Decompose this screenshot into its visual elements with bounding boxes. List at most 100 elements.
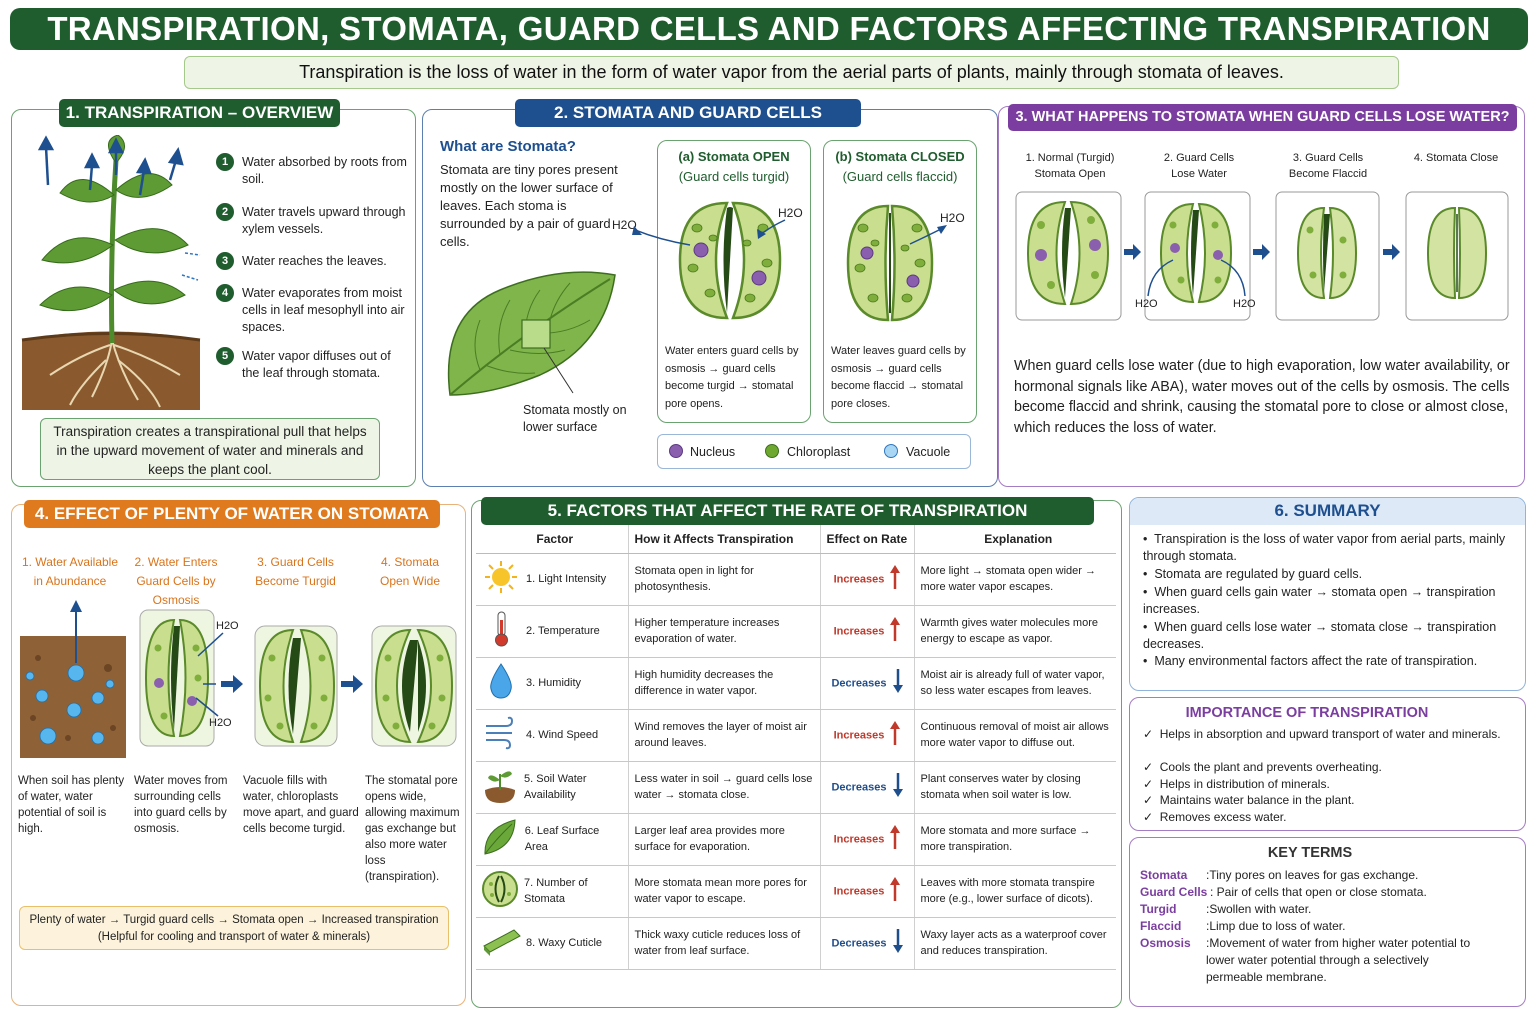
step-5-badge: 5	[216, 347, 234, 365]
summary-bullet-2: • Stomata are regulated by guard cells.	[1143, 567, 1363, 581]
factor-explanation: Waxy layer acts as a waterproof cover an…	[914, 917, 1116, 970]
stomata-open-box	[657, 140, 811, 423]
factor-effect-cell: Decreases	[820, 917, 915, 970]
arrow-down-icon	[892, 928, 903, 958]
stomata-closed-text: Water leaves guard cells by osmosis → gu…	[831, 345, 966, 410]
stomata-closed-box	[823, 140, 977, 423]
plenty-summary-line1: Plenty of water → Turgid guard cells → S…	[29, 914, 439, 926]
factor-cell: 5. Soil Water Availability	[476, 761, 629, 814]
factor-effect-cell: Increases	[820, 865, 915, 918]
stomata-closed-title: (b) Stomata CLOSED	[835, 149, 965, 164]
factor-explanation: Plant conserves water by closing stomata…	[914, 761, 1116, 814]
panel-overview-heading: 1. TRANSPIRATION – OVERVIEW	[59, 99, 340, 127]
term-flaccid-def: :Limp due to loss of water.	[1206, 919, 1346, 933]
h2o-label-plenty-top: H2O	[216, 620, 239, 632]
wind-icon	[482, 716, 520, 755]
arrow-down-icon	[892, 668, 903, 698]
plenty-water-sequence	[20, 600, 457, 758]
summary-bullet-5: • Many environmental factors affect the …	[1143, 654, 1478, 668]
arrow-up-icon	[890, 876, 901, 906]
h2o-label-plenty-bottom: H2O	[209, 717, 232, 729]
stoma-closed-diagram	[846, 204, 934, 322]
thermometer-icon	[482, 610, 520, 653]
step-1-text: Water absorbed by roots from soil.	[242, 155, 407, 186]
h2o-label-open-left: H2O	[612, 218, 637, 232]
term-osmosis-def: :Movement of water from higher water pot…	[1206, 936, 1471, 984]
importance-item-1: ✓ Helps in absorption and upward transpo…	[1143, 727, 1501, 741]
factor-how: Higher temperature increases evaporation…	[628, 605, 821, 658]
term-guard-cells-def: : Pair of cells that open or close stoma…	[1210, 885, 1427, 899]
summary-bullet-3-text: When guard cells gain water → stomata op…	[1143, 585, 1496, 616]
factor-effect-cell: Decreases	[820, 761, 915, 814]
importance-item-1-text: Helps in absorption and upward transport…	[1159, 727, 1501, 741]
factor-name: 5. Soil Water Availability	[524, 773, 587, 801]
summary-bullet-2-text: Stomata are regulated by guard cells.	[1154, 567, 1363, 581]
factor-how: Less water in soil → guard cells lose wa…	[628, 761, 821, 814]
summary-bullet-3: • When guard cells gain water → stomata …	[1143, 585, 1496, 616]
water-loss-explanation: When guard cells lose water (due to high…	[1014, 358, 1510, 436]
cell-legend	[657, 434, 971, 469]
vacuole-swatch-icon	[884, 444, 898, 458]
panel-water-loss-heading: 3. WHAT HAPPENS TO STOMATA WHEN GUARD CE…	[1008, 104, 1517, 131]
importance-item-4-text: Maintains water balance in the plant.	[1159, 793, 1355, 807]
plenty-note-3: Vacuole fills with water, chloroplasts m…	[243, 775, 359, 835]
factor-effect: Increases	[833, 832, 885, 845]
legend-nucleus: Nucleus	[690, 445, 736, 459]
factor-effect: Increases	[833, 728, 885, 741]
factor-explanation: More light → stomata open wider → more w…	[914, 553, 1116, 606]
factor-cell: 2. Temperature	[476, 605, 629, 658]
h2o-label-stage2-right: H2O	[1233, 298, 1256, 310]
col-how: How it Affects Transpiration	[628, 525, 821, 554]
factor-cell: 8. Waxy Cuticle	[476, 917, 629, 970]
term-guard-cells: Guard Cells	[1140, 885, 1208, 899]
factor-effect: Decreases	[831, 676, 887, 689]
panel-factors-heading: 5. FACTORS THAT AFFECT THE RATE OF TRANS…	[481, 497, 1094, 525]
factor-name: 1. Light Intensity	[526, 573, 607, 585]
plenty-note-2: Water moves from surrounding cells into …	[134, 775, 228, 835]
soil-sprout-icon	[482, 766, 518, 809]
stomata-open-text: Water enters guard cells by osmosis → gu…	[665, 345, 799, 410]
importance-item-3: ✓ Helps in distribution of minerals.	[1143, 777, 1330, 791]
panel-summary-heading-bg	[1130, 498, 1525, 525]
col-effect: Effect on Rate	[820, 525, 915, 554]
factor-explanation: Leaves with more stomata transpire more …	[914, 865, 1116, 918]
stomata-subheading: What are Stomata?	[440, 138, 576, 155]
page-title: TRANSPIRATION, STOMATA, GUARD CELLS AND …	[10, 8, 1528, 50]
arrow-up-icon	[890, 720, 901, 750]
factor-name: 3. Humidity	[526, 677, 582, 689]
factor-explanation: Warmth gives water molecules more energy…	[914, 605, 1116, 658]
step-2-text: Water travels upward through xylem vesse…	[242, 205, 406, 236]
legend-chloroplast: Chloroplast	[787, 445, 851, 459]
summary-bullet-4-text: When guard cells lose water → stomata cl…	[1143, 620, 1497, 651]
plenty-summary-line2: (Helpful for cooling and transport of wa…	[97, 931, 371, 943]
key-terms-heading: KEY TERMS	[1267, 845, 1353, 861]
arrow-up-icon	[890, 824, 901, 854]
h2o-label-open-right: H2O	[778, 206, 803, 220]
stomata-closed-subtitle: (Guard cells flaccid)	[842, 169, 958, 184]
leaf-label: Stomata mostly on lower surface	[523, 403, 627, 434]
importance-item-3-text: Helps in distribution of minerals.	[1159, 777, 1330, 791]
stage-3-1-label: 1. Normal (Turgid) Stomata Open	[1025, 152, 1115, 180]
stage-3-3-label: 3. Guard Cells Become Flaccid	[1288, 152, 1368, 180]
factor-name: 8. Waxy Cuticle	[526, 937, 603, 949]
arrow-up-icon	[890, 564, 901, 594]
term-turgid-def: :Swollen with water.	[1206, 902, 1312, 916]
panel-key-terms	[1129, 837, 1526, 1007]
panel-summary-heading: 6. SUMMARY	[1274, 501, 1381, 520]
factor-effect: Increases	[833, 884, 885, 897]
stomata-open-subtitle: (Guard cells turgid)	[678, 169, 790, 184]
factor-explanation: More stomata and more surface → more tra…	[914, 813, 1116, 866]
col-factor: Factor	[476, 525, 629, 554]
factor-how: Thick waxy cuticle reduces loss of water…	[628, 917, 821, 970]
importance-item-2: ✓ Cools the plant and prevents overheati…	[1143, 760, 1382, 774]
factor-effect-cell: Decreases	[820, 657, 915, 710]
stage-3-2-label: 2. Guard Cells Lose Water	[1163, 152, 1235, 180]
step-3-text: Water reaches the leaves.	[242, 254, 387, 268]
factor-explanation: Moist air is already full of water vapor…	[914, 657, 1116, 710]
panel-summary	[1129, 497, 1526, 691]
factors-table: Factor How it Affects Transpiration Effe…	[476, 525, 1116, 970]
factor-cell: 4. Wind Speed	[476, 709, 629, 762]
